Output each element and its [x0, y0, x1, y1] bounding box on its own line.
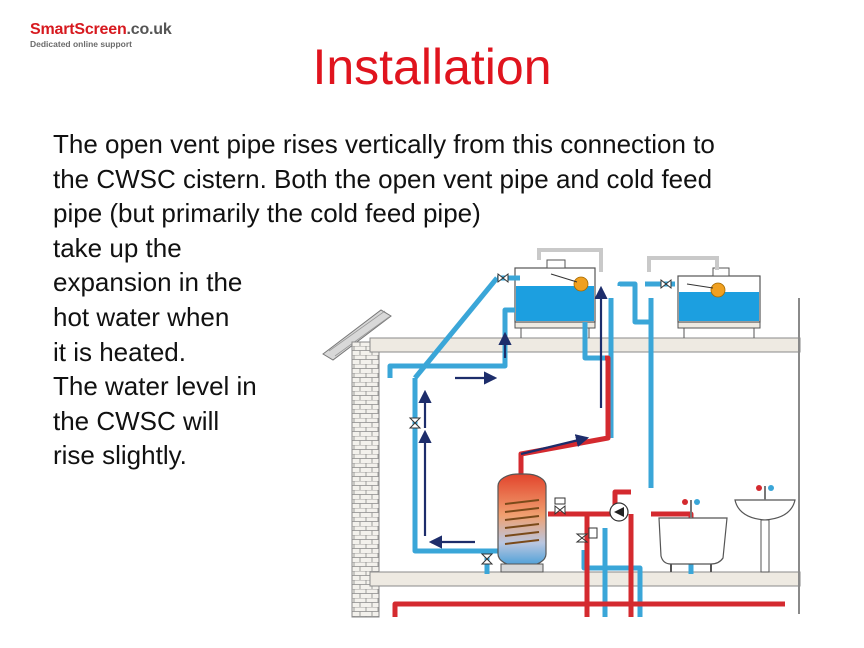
hot-water-cylinder	[497, 473, 547, 573]
body-line: hot water when	[53, 301, 230, 332]
plumbing-diagram	[322, 248, 801, 618]
overflow-pipes	[537, 248, 719, 272]
body-line: The open vent pipe rises vertically from…	[53, 129, 715, 159]
fe-cistern	[677, 267, 761, 323]
valves	[408, 272, 672, 565]
bath	[658, 499, 728, 572]
body-text: The open vent pipe rises vertically from…	[53, 127, 715, 473]
body-line: it is heated.	[53, 336, 186, 367]
logo-tagline: Dedicated online support	[30, 39, 133, 49]
logo: SmartScreen.co.uk Dedicated online suppo…	[30, 22, 172, 49]
body-line: rise slightly.	[53, 440, 187, 471]
body-line: the CWSC will	[53, 405, 220, 436]
slide-title: Installation	[312, 39, 552, 95]
cwsc-cistern	[514, 259, 596, 323]
flow-arrows	[418, 285, 608, 549]
brick-wall	[351, 341, 380, 618]
body-line: pipe (but primarily the cold feed pipe)	[53, 198, 481, 229]
basin	[734, 485, 796, 573]
body-line: The water level in	[53, 371, 257, 402]
logo-brand: SmartScreen	[30, 21, 127, 38]
roof	[322, 309, 392, 361]
float-ball	[710, 282, 726, 298]
logo-tld: .co.uk	[126, 21, 172, 38]
pump	[609, 502, 629, 522]
body-line: take up the	[53, 232, 182, 263]
body-line: expansion in the	[53, 267, 243, 298]
float-ball	[573, 276, 589, 292]
body-line: the CWSC cistern. Both the open vent pip…	[53, 163, 713, 194]
